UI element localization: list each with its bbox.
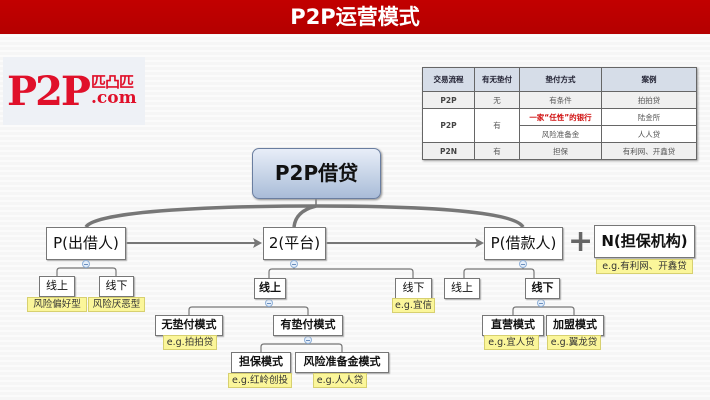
plus-icon: + xyxy=(568,224,594,259)
node-borrower[interactable]: P(借款人) xyxy=(484,227,563,260)
note-no-advance-mode: e.g.拍拍贷 xyxy=(163,335,217,350)
node-lender[interactable]: P(出借人) xyxy=(46,227,126,260)
note-direct-mode: e.g.宜人贷 xyxy=(484,335,539,350)
note-franchise-mode: e.g.翼龙贷 xyxy=(547,335,601,350)
cell-case: 拍拍贷 xyxy=(601,91,697,109)
collapse-borrower-icon[interactable] xyxy=(519,260,527,268)
node-platform-online[interactable]: 线上 xyxy=(254,278,286,299)
p2p-logo: P2P 匹凸匹 .com xyxy=(3,57,145,125)
mode-comparison-table: 交易流程 有无垫付 垫付方式 案例 P2P 无 有条件 拍拍贷 P2P 有 一家… xyxy=(422,67,697,160)
note-platform-offline: e.g.宜信 xyxy=(392,298,435,313)
node-borrower-online[interactable]: 线上 xyxy=(444,278,480,299)
note-lender-offline: 风险厌恶型 xyxy=(88,297,145,312)
node-risk-reserve-mode[interactable]: 风险准备金模式 xyxy=(295,352,389,373)
collapse-advance-icon[interactable] xyxy=(304,336,312,344)
cell-case: 有利网、开鑫贷 xyxy=(601,142,697,160)
note-risk-reserve-mode: e.g.人人贷 xyxy=(313,373,367,388)
cell-flow: P2N xyxy=(422,142,475,160)
node-advance-mode[interactable]: 有垫付模式 xyxy=(273,315,343,336)
node-platform[interactable]: 2(平台) xyxy=(263,227,326,260)
table-row: 风险准备金 人人贷 xyxy=(423,125,697,143)
cell-method: 担保 xyxy=(519,142,602,160)
logo-side-top: 匹凸匹 xyxy=(91,73,134,91)
cell-flow: P2P xyxy=(422,108,475,143)
node-lender-online[interactable]: 线上 xyxy=(39,276,75,297)
collapse-platform-icon[interactable] xyxy=(290,260,298,268)
collapse-borrower-offline-icon[interactable] xyxy=(537,299,545,307)
logo-side-bottom: .com xyxy=(91,88,137,108)
table-header-row: 交易流程 有无垫付 垫付方式 案例 xyxy=(422,67,697,92)
node-platform-offline[interactable]: 线下 xyxy=(395,278,432,299)
header-advance: 有无垫付 xyxy=(474,67,520,92)
node-guarantee-mode[interactable]: 担保模式 xyxy=(231,352,291,373)
node-guarantor[interactable]: N(担保机构) xyxy=(594,225,695,258)
collapse-lender-icon[interactable] xyxy=(82,260,90,268)
table-row: P2N 有 担保 有利网、开鑫贷 xyxy=(422,142,697,160)
table-row: P2P 无 有条件 拍拍贷 xyxy=(422,91,697,109)
node-direct-mode[interactable]: 直营模式 xyxy=(482,315,544,336)
header-method: 垫付方式 xyxy=(519,67,602,92)
header-case: 案例 xyxy=(601,67,697,92)
node-franchise-mode[interactable]: 加盟模式 xyxy=(546,315,604,336)
slide-title: P2P运营模式 xyxy=(0,0,710,34)
node-lender-offline[interactable]: 线下 xyxy=(99,276,134,297)
note-guarantor: e.g.有利网、开鑫贷 xyxy=(596,259,693,274)
note-guarantee-mode: e.g.红岭创投 xyxy=(228,373,292,388)
logo-side: 匹凸匹 .com xyxy=(91,75,137,107)
collapse-platform-online-icon[interactable] xyxy=(265,299,273,307)
node-no-advance-mode[interactable]: 无垫付模式 xyxy=(155,315,223,336)
cell-flow: P2P xyxy=(422,91,475,109)
node-borrower-offline[interactable]: 线下 xyxy=(525,278,560,299)
cell-advance: 有 xyxy=(474,142,520,160)
cell-method: 有条件 xyxy=(519,91,602,109)
note-lender-online: 风险偏好型 xyxy=(27,297,87,312)
root-node-p2p-lending[interactable]: P2P借贷 xyxy=(252,148,381,199)
logo-main-text: P2P xyxy=(7,67,91,115)
